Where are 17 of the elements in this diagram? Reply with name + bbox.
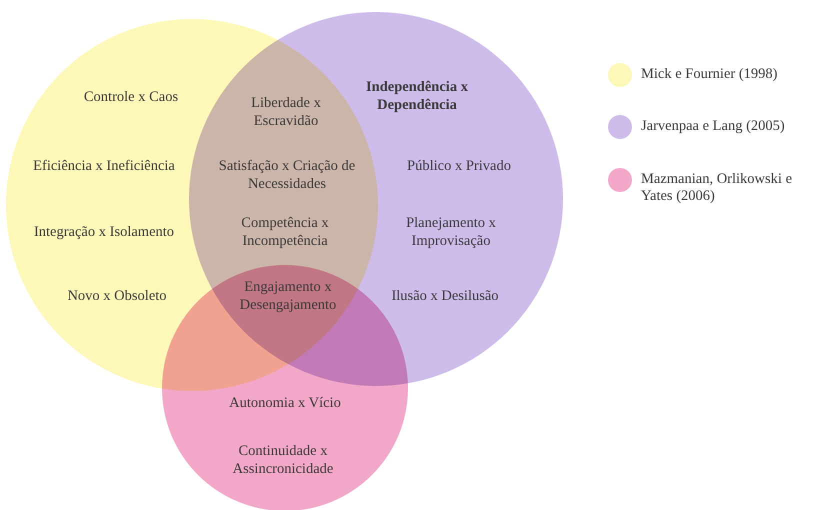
venn-label: Integração x Isolamento [32,222,176,242]
venn-label: Engajamento x Desengajamento [238,278,338,314]
legend-text: Jarvenpaa e Lang (2005) [641,117,785,136]
venn-label: Continuidade x Assincronicidade [232,442,334,478]
legend-text: Mick e Fournier (1998) [641,65,778,84]
venn-label: Controle x Caos [82,88,180,106]
venn-label: Autonomia x Vício [228,394,342,412]
venn-label: Competência x Incompetência [240,214,330,250]
venn-label: Independência x Dependência [365,78,469,114]
venn-label: Ilusão x Desilusão [390,286,500,306]
venn-label: Liberdade x Escravidão [250,94,322,130]
venn-label: Satisfação x Criação de Necessidades [218,156,356,194]
venn-label: Eficiência x Ineficiência [32,156,176,176]
venn-label: Público x Privado [406,156,512,176]
legend-text: Mazmanian, Orlikowski e Yates (2006) [641,170,794,206]
venn-label: Novo x Obsoleto [66,286,168,306]
venn-label: Planejamento x Improvisação [405,214,497,250]
